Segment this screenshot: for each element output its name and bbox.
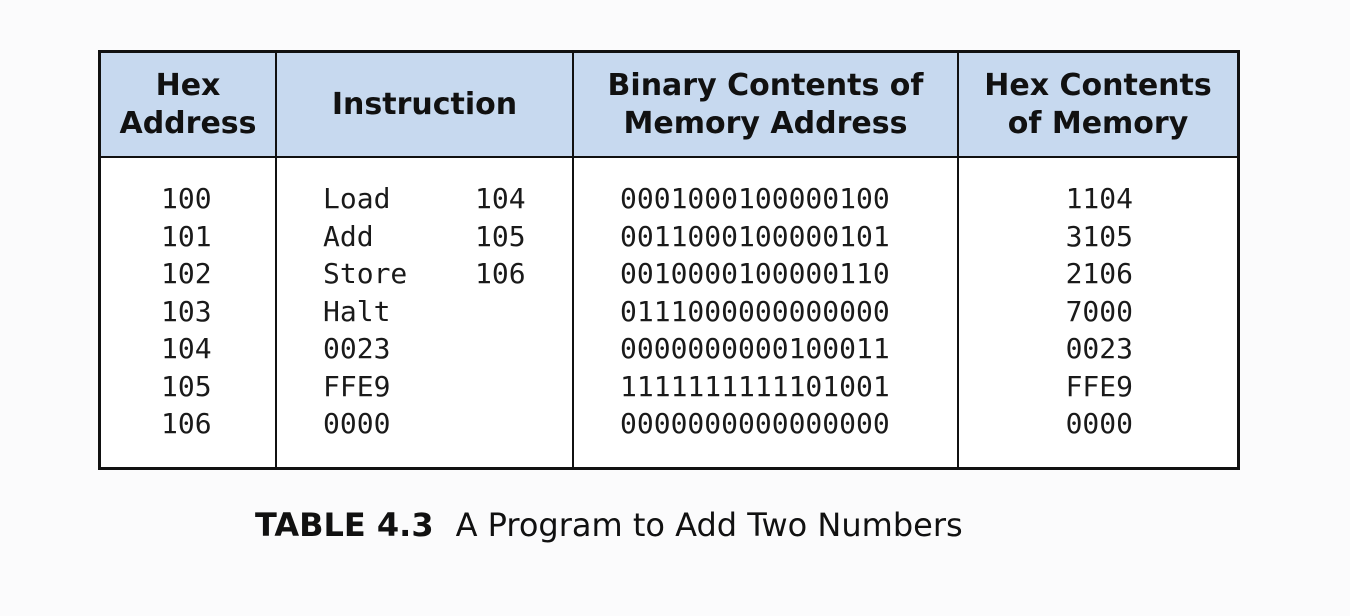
address-cell: 106: [161, 407, 212, 440]
table-caption: TABLE 4.3 A Program to Add Two Numbers: [255, 506, 963, 544]
binary-cell: 1111111111101001: [620, 369, 890, 403]
table-body-row: 100 101 102 103 104 105 106 Load 104 Add 1…: [101, 157, 1237, 467]
binary-cell: 0000000000100011: [620, 332, 890, 365]
hex-cell: 7000: [1065, 294, 1133, 328]
hex-cell: 0023: [1065, 332, 1133, 365]
hex-cell: 3105: [1065, 219, 1133, 253]
program-table: Hex Address Instruction Binary Contents …: [98, 50, 1240, 470]
header-hex-address: Hex Address: [101, 53, 277, 158]
instruction-opcode: 0000: [323, 407, 391, 440]
address-cell: 102: [161, 257, 212, 290]
hex-contents-column: 1104 3105 2106 7000 0023 FFE9 0000: [958, 157, 1237, 467]
header-line: Memory Address: [623, 105, 908, 141]
header-line: Address: [119, 105, 257, 141]
binary-cell: 0001000100000100: [620, 182, 890, 215]
address-cell: 101: [161, 219, 212, 253]
program-table-grid: Hex Address Instruction Binary Contents …: [101, 53, 1237, 467]
hex-cell: 2106: [1065, 257, 1133, 290]
instruction-column: Load 104 Add 105 Store 106 Halt 0023 FFE9 0…: [276, 157, 574, 467]
instruction-cell: 0023: [277, 330, 572, 368]
hex-cell: 0000: [1065, 407, 1133, 440]
instruction-opcode: Load: [323, 182, 391, 215]
address-cell: 100: [161, 182, 212, 215]
instruction-opcode: 0023: [323, 332, 391, 365]
instruction-cell: Halt: [277, 293, 572, 331]
header-binary-contents: Binary Contents of Memory Address: [573, 53, 959, 158]
binary-cell: 0000000000000000: [620, 407, 890, 440]
address-cell: 104: [161, 332, 212, 365]
caption-title: A Program to Add Two Numbers: [455, 506, 963, 544]
instruction-opcode: Halt: [323, 294, 391, 328]
instruction-cell: 0000: [277, 405, 572, 443]
instruction-operand: 106: [475, 257, 526, 290]
table-header-row: Hex Address Instruction Binary Contents …: [101, 53, 1237, 158]
caption-label: TABLE 4.3: [255, 506, 434, 544]
hex-cell: 1104: [1065, 182, 1133, 215]
header-line: Instruction: [331, 86, 518, 122]
binary-column: 0001000100000100 0011000100000101 001000…: [573, 157, 959, 467]
header-line: of Memory: [1007, 105, 1189, 141]
binary-cell: 0011000100000101: [620, 219, 890, 253]
header-line: Hex Contents: [984, 67, 1212, 103]
instruction-cell: Store 106: [277, 255, 572, 293]
binary-cell: 0111000000000000: [620, 294, 890, 328]
instruction-operand: 104: [475, 182, 526, 215]
instruction-opcode: Store: [323, 257, 408, 290]
header-hex-contents: Hex Contents of Memory: [958, 53, 1237, 158]
instruction-opcode: FFE9: [323, 369, 391, 403]
header-line: Hex: [155, 67, 221, 103]
address-column: 100 101 102 103 104 105 106: [101, 157, 277, 467]
hex-cell: FFE9: [1065, 369, 1133, 403]
instruction-operand: 105: [475, 219, 526, 253]
binary-cell: 0010000100000110: [620, 257, 890, 290]
instruction-opcode: Add: [323, 219, 374, 253]
address-cell: 103: [161, 294, 212, 328]
instruction-cell: Add 105: [277, 218, 572, 256]
instruction-cell: Load 104: [277, 180, 572, 218]
header-line: Binary Contents of: [607, 67, 924, 103]
address-cell: 105: [161, 369, 212, 403]
instruction-cell: FFE9: [277, 368, 572, 406]
header-instruction: Instruction: [276, 53, 574, 158]
